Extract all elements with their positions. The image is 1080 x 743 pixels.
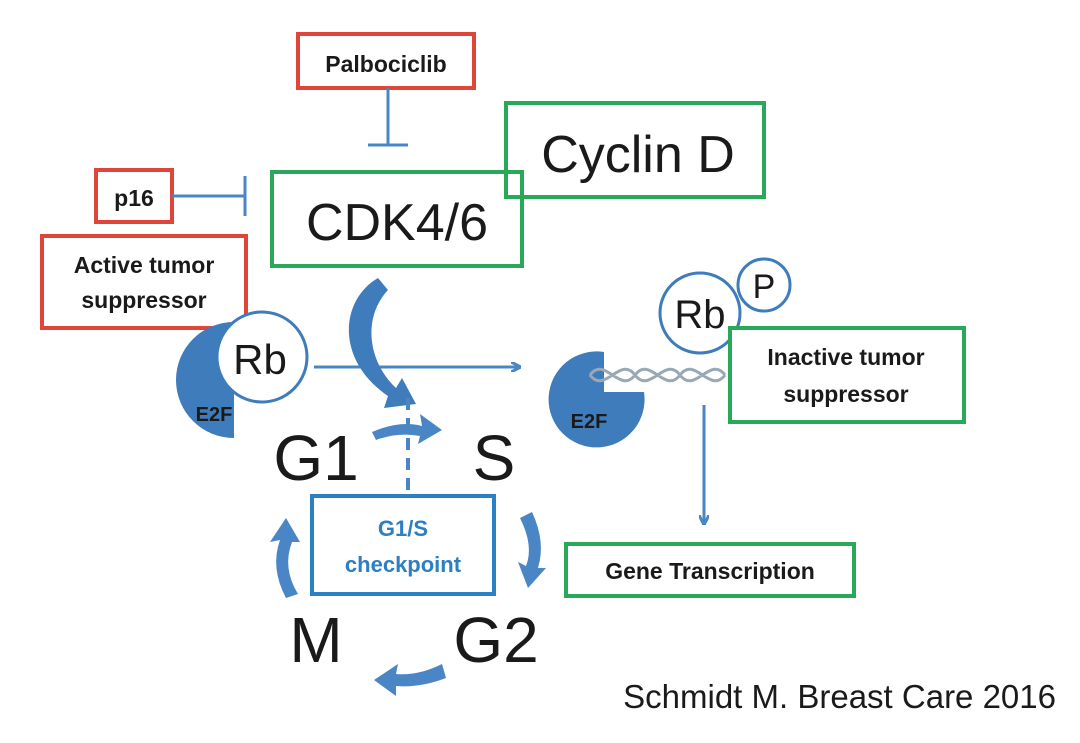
palbociclib-label: Palbociclib (325, 51, 446, 77)
phase-m: M (289, 604, 342, 676)
active-tumor-suppressor-box (40, 234, 248, 330)
p16-label: p16 (114, 185, 154, 211)
e2f-protein-right (548, 351, 645, 448)
rb-label-left: Rb (233, 336, 287, 383)
citation: Schmidt M. Breast Care 2016 (623, 678, 1056, 715)
inactive-tumor-suppressor-line1: Inactive tumor (767, 344, 924, 370)
g1s-checkpoint-box (310, 494, 496, 596)
cdk46-label: CDK4/6 (306, 194, 488, 252)
phosphorylation-curved-arrow (348, 278, 416, 408)
active-tumor-suppressor-line2: suppressor (81, 287, 206, 313)
phosphate-circle (736, 257, 792, 313)
cyclin-d-box (504, 101, 766, 199)
phase-s: S (473, 422, 516, 494)
cdk46-box (270, 170, 524, 268)
phase-g1: G1 (273, 422, 358, 494)
gene-transcription-label: Gene Transcription (605, 558, 815, 584)
cycle-arrow-s-to-g2 (518, 512, 546, 588)
inactive-tumor-suppressor-line2: suppressor (783, 381, 908, 407)
phase-g2: G2 (453, 604, 538, 676)
phosphate-label: P (753, 268, 776, 306)
cycle-arrow-m-to-g1 (270, 518, 300, 598)
rb-label-right: Rb (674, 293, 725, 337)
active-tumor-suppressor-line1: Active tumor (74, 252, 215, 278)
cyclin-d-label: Cyclin D (541, 126, 735, 184)
rb-circle-right (658, 271, 742, 355)
checkpoint-line1: G1/S (378, 516, 428, 541)
e2f-label-left: E2F (196, 404, 233, 426)
cycle-arrow-g1-to-s (372, 414, 442, 444)
rb-circle-left (215, 310, 309, 404)
checkpoint-line2: checkpoint (345, 552, 462, 577)
e2f-label-right: E2F (571, 411, 608, 433)
gene-transcription-box (564, 542, 856, 598)
cycle-arrow-g2-to-m (374, 664, 446, 696)
dna-helix (588, 367, 727, 383)
inactive-tumor-suppressor-box (728, 326, 966, 424)
palbociclib-box (296, 32, 476, 90)
